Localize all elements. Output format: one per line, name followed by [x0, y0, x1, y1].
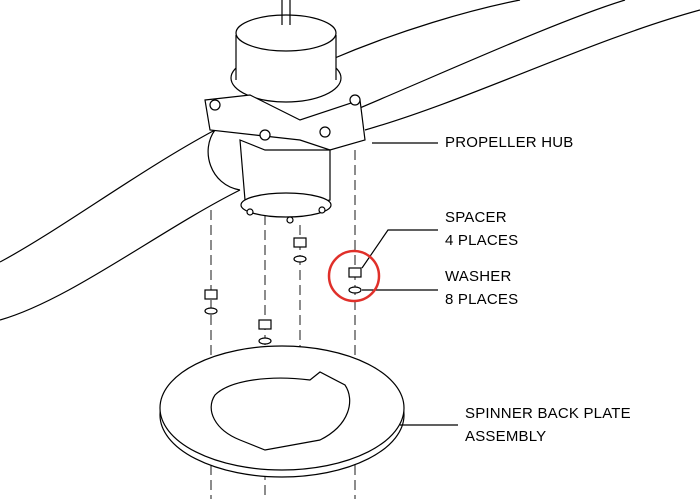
label-spinner-assembly: ASSEMBLY: [465, 428, 547, 445]
highlight-circle: [327, 249, 381, 303]
propeller-blade-left: [0, 129, 241, 321]
spacers-washers: [204, 237, 362, 345]
label-spacer-qty: 4 PLACES: [445, 232, 519, 249]
propeller-blade-right: [329, 0, 700, 131]
label-spinner-back-plate: SPINNER BACK PLATE: [465, 405, 631, 422]
spinner-back-plate: [159, 345, 405, 478]
label-washer-qty: 8 PLACES: [445, 291, 519, 308]
propeller-hub: [204, 0, 366, 224]
label-propeller-hub: PROPELLER HUB: [445, 134, 574, 151]
label-washer: WASHER: [445, 268, 512, 285]
label-spacer: SPACER: [445, 209, 507, 226]
